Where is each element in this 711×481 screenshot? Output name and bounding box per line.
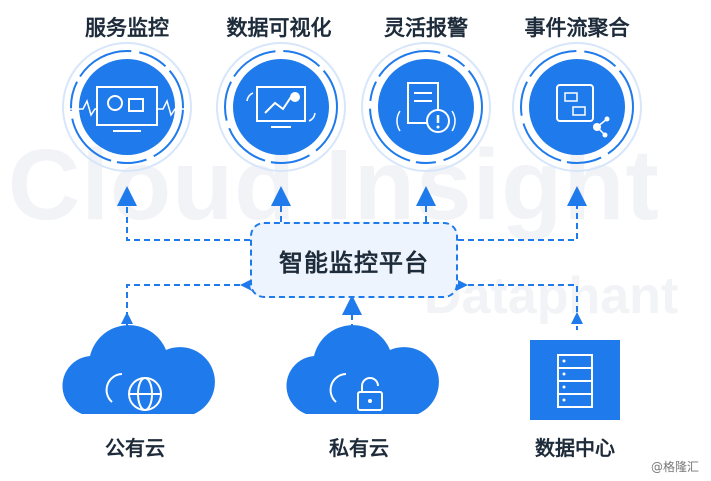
flow-aggregate-icon: [512, 42, 642, 172]
server-rack-icon: [530, 340, 620, 420]
title-event-aggregation: 事件流聚合: [524, 16, 630, 40]
label-public-cloud: 公有云: [105, 436, 165, 460]
source-credit: @格隆汇: [650, 460, 699, 474]
monitor-dashboard-icon: [62, 42, 192, 172]
title-data-visualization: 数据可视化: [226, 16, 332, 40]
cloud-globe-icon: [62, 325, 215, 414]
connector-top-1: [117, 186, 250, 241]
chart-screen-icon: [216, 42, 346, 172]
label-data-center: 数据中心: [535, 436, 615, 460]
cloud-lock-icon: [286, 325, 439, 414]
title-service-monitoring: 服务监控: [85, 16, 169, 40]
alert-scroll-icon: [361, 42, 491, 172]
title-flexible-alerting: 灵活报警: [384, 16, 468, 40]
monitoring-platform-hub: 智能监控平台: [250, 222, 458, 298]
hub-label: 智能监控平台: [279, 248, 429, 277]
label-private-cloud: 私有云: [329, 436, 389, 460]
